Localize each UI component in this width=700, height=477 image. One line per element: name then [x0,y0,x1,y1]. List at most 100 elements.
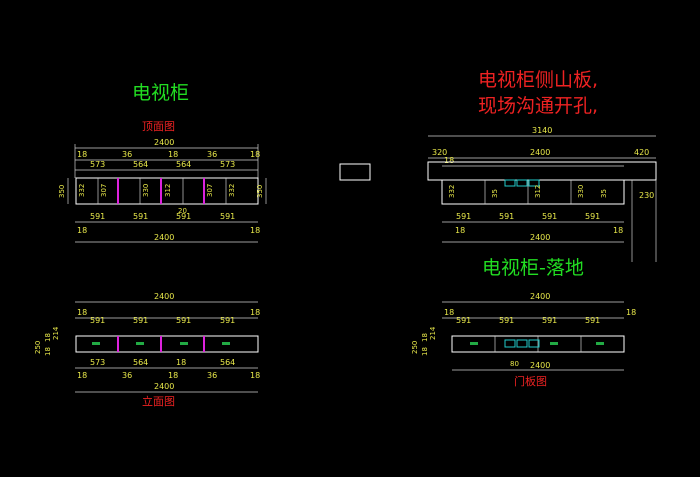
dim-label: 591 [542,212,557,221]
handle-icon [470,342,478,345]
dim-label: 307 [206,184,214,197]
dim-label: 591 [499,212,514,221]
dim-label: 591 [220,212,235,221]
dim-label: 2400 [530,148,550,157]
dim-label: 18 [44,333,52,342]
dim-label: 18 [44,347,52,356]
dim-label: 35 [491,189,499,198]
dim-label: 350 [256,185,264,198]
dim-label: 214 [52,326,60,340]
dim-label: 350 [58,185,66,198]
dim-label: 320 [432,148,447,157]
dim-label: 591 [585,316,600,325]
title-door-panel: 门板图 [514,374,547,388]
dim-label: 591 [499,316,514,325]
dim-label: 330 [142,184,150,197]
dim-label: 18 [613,226,623,235]
dim-label: 80 [510,360,519,368]
dim-label: 2400 [154,233,174,242]
title-side-panel-2: 现场沟通开孔, [478,95,598,117]
dim-label: 18 [444,156,454,165]
dim-label: 2400 [530,292,550,301]
dim-label: 591 [90,316,105,325]
dim-label: 250 [34,341,42,354]
dim-label: 18 [168,150,178,159]
accent-box [516,339,528,348]
dim-label: 332 [228,184,236,197]
dim-label: 591 [176,316,191,325]
dim-label: 18 [168,371,178,380]
dim-label: 18 [176,358,186,367]
dim-label: 18 [77,226,87,235]
title-side-panel-1: 电视柜侧山板, [478,69,598,91]
dim-label: 330 [577,185,585,198]
dim-label: 250 [411,341,419,354]
dim-label: 18 [77,308,87,317]
dim-label: 591 [90,212,105,221]
dim-label: 214 [429,326,437,340]
dim-label: 591 [176,212,191,221]
dim-label: 18 [250,308,260,317]
dim-label: 18 [421,347,429,356]
dim-label: 18 [250,371,260,380]
dim-label: 2400 [154,382,174,391]
dim-label: 2400 [530,361,550,370]
dim-label: 18 [444,308,454,317]
dim-label: 591 [542,316,557,325]
dim-label: 230 [639,191,654,200]
right-top-view-body [441,179,625,205]
handle-icon [136,342,144,345]
dim-label: 18 [77,150,87,159]
dim-label: 573 [90,358,105,367]
handle-icon [596,342,604,345]
title-tv-cabinet: 电视柜 [132,82,189,104]
title-floor-cabinet: 电视柜-落地 [482,257,584,279]
dim-label: 18 [455,226,465,235]
dim-label: 591 [456,316,471,325]
dim-label: 591 [220,316,235,325]
dim-label: 420 [634,148,649,157]
dim-label: 573 [90,160,105,169]
handle-icon [550,342,558,345]
dim-label: 36 [207,371,217,380]
title-elevation: 立面图 [142,394,175,408]
elevation-body [75,335,259,353]
handle-icon [222,342,230,345]
dim-label: 20 [178,207,187,215]
dim-label: 332 [448,185,456,198]
dim-label: 591 [133,212,148,221]
dim-label: 2400 [154,292,174,301]
dim-label: 3140 [532,126,552,135]
side-block [339,163,371,181]
top-view-body [75,177,259,205]
accent-box [516,179,528,187]
dim-label: 591 [133,316,148,325]
dim-label: 564 [133,358,148,367]
dim-label: 591 [585,212,600,221]
accent-box [504,179,516,187]
handle-icon [92,342,100,345]
dim-label: 18 [250,150,260,159]
dim-label: 36 [122,371,132,380]
dim-label: 2400 [154,138,174,147]
dim-label: 35 [600,189,608,198]
accent-box [528,179,540,187]
dim-label: 18 [626,308,636,317]
dim-label: 564 [133,160,148,169]
dim-label: 312 [534,185,542,198]
dim-label: 564 [176,160,191,169]
handle-icon [180,342,188,345]
top-slab [427,161,657,181]
dim-label: 573 [220,160,235,169]
dim-label: 2400 [530,233,550,242]
accent-box [504,339,516,348]
dim-label: 36 [122,150,132,159]
dim-label: 312 [164,184,172,197]
dim-label: 591 [456,212,471,221]
accent-box [528,339,540,348]
dim-label: 36 [207,150,217,159]
dim-label: 18 [77,371,87,380]
dim-label: 18 [250,226,260,235]
